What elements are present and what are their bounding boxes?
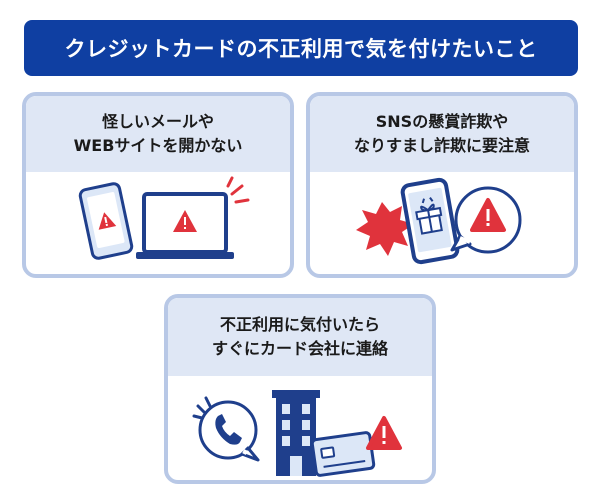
- credit-card-icon: [310, 431, 376, 477]
- tip-card-sns-fraud: SNSの懸賞詐欺や なりすまし詐欺に要注意: [306, 92, 578, 278]
- tip-card-header: 不正利用に気付いたら すぐにカード会社に連絡: [168, 298, 432, 376]
- tip-card-illustration: [26, 172, 290, 274]
- tip-card-suspicious-links: 怪しいメールや WEBサイトを開かない: [22, 92, 294, 278]
- tip-card-line-2: なりすまし詐欺に要注意: [353, 136, 530, 155]
- tip-card-line-1: SNSの懸賞詐欺や: [375, 112, 509, 131]
- tip-card-contact-issuer: 不正利用に気付いたら すぐにカード会社に連絡: [164, 294, 436, 484]
- warning-icon: [366, 416, 402, 450]
- tip-card-line-2: WEBサイトを開かない: [73, 136, 243, 155]
- gift-icon: [415, 197, 443, 235]
- tip-card-header: 怪しいメールや WEBサイトを開かない: [26, 96, 290, 172]
- laptop-icon: [136, 192, 234, 259]
- tip-card-line-2: すぐにカード会社に連絡: [211, 339, 388, 358]
- building-icon: [272, 390, 320, 476]
- warning-icon: [450, 186, 522, 254]
- tip-card-illustration: [168, 376, 432, 480]
- tip-card-line-1: 怪しいメールや: [101, 112, 214, 131]
- alert-rays-icon: [226, 176, 250, 204]
- tip-card-line-1: 不正利用に気付いたら: [219, 315, 380, 334]
- smartphone-icon: [78, 182, 134, 260]
- tip-card-illustration: [310, 172, 574, 274]
- phone-icon: [192, 396, 260, 462]
- title-text: クレジットカードの不正利用で気を付けたいこと: [64, 37, 538, 61]
- title-banner: クレジットカードの不正利用で気を付けたいこと: [24, 20, 578, 76]
- burst-icon: [356, 202, 414, 256]
- tip-card-header: SNSの懸賞詐欺や なりすまし詐欺に要注意: [310, 96, 574, 172]
